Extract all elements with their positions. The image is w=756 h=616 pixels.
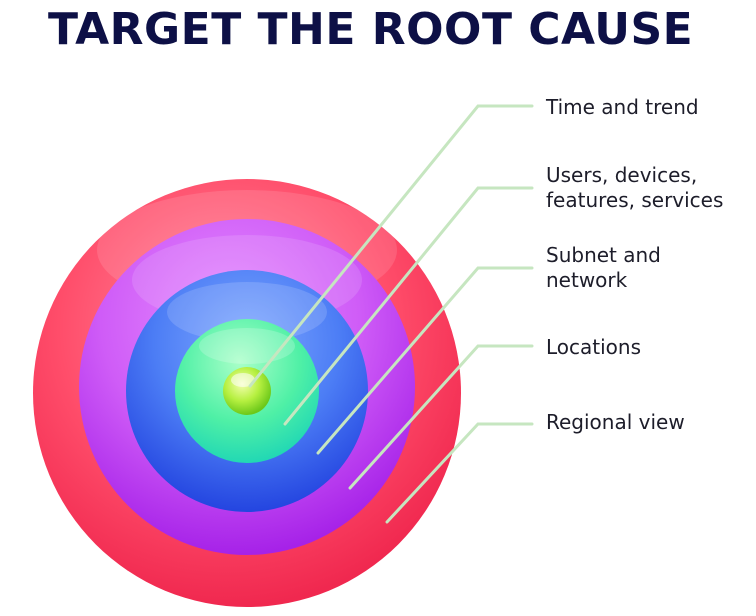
leader-line-users-devices (283, 186, 534, 426)
label-regional-view: Regional view (546, 410, 685, 434)
label-locations: Locations (546, 335, 642, 359)
label-time-and-trend: Time and trend (546, 95, 699, 119)
leader-line-subnet-network (316, 266, 534, 455)
leader-line-time-and-trend (248, 104, 534, 388)
label-subnet-and-network: Subnet and network (546, 243, 661, 292)
leader-line-locations (348, 344, 534, 490)
diagram-title: TARGET THE ROOT CAUSE (48, 4, 694, 55)
ring-subnet-network-highlight (167, 282, 327, 342)
ring-users-devices-highlight (199, 328, 295, 364)
leader-lines (248, 104, 534, 524)
ring-core-highlight (231, 373, 255, 387)
label-users-devices-features-services: Users, devices, features, services (546, 163, 724, 212)
leader-line-regional-view (385, 422, 534, 524)
